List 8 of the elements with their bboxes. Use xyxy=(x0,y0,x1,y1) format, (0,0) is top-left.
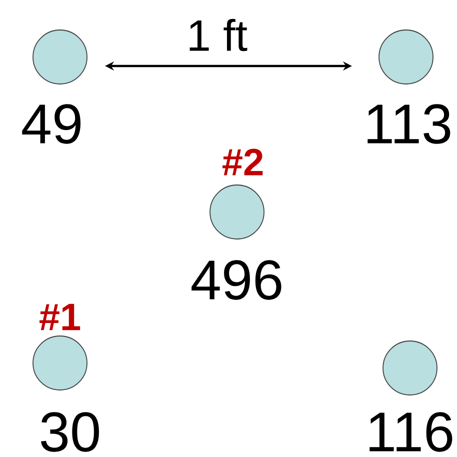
reading-value: 496 xyxy=(192,260,282,300)
reading-value: 116 xyxy=(370,412,452,452)
position-tag: #2 xyxy=(222,148,263,176)
position-tag: #1 xyxy=(40,304,80,330)
reading-value: 113 xyxy=(368,104,450,144)
reading-value: 30 xyxy=(41,412,99,452)
reading-value: 49 xyxy=(22,104,80,144)
dimension-label: 1 ft xyxy=(190,18,248,52)
